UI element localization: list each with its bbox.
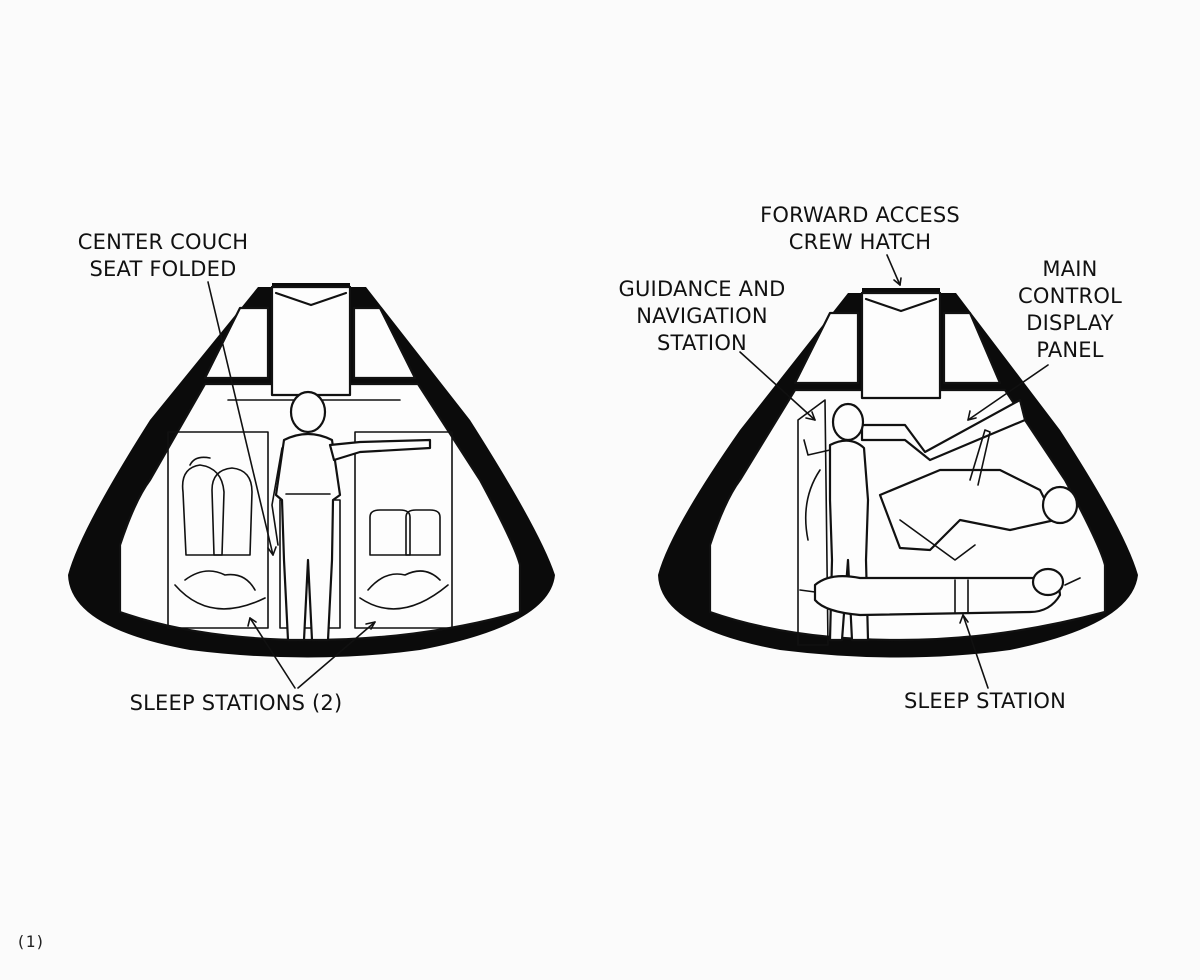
label-line: NAVIGATION [636, 304, 768, 328]
label-line: FORWARD ACCESS [760, 203, 960, 227]
leader-sleep-right [297, 621, 376, 689]
left-window-left [203, 306, 270, 380]
left-standing-astronaut [271, 390, 432, 642]
label-line: SLEEP STATION [903, 689, 1067, 713]
label-line: SEAT FOLDED [89, 257, 237, 281]
leader-main-control [967, 364, 1049, 421]
label-line: CONTROL [1018, 284, 1122, 308]
leader-forward-hatch [886, 254, 901, 286]
label-line: DISPLAY [1026, 311, 1114, 335]
leader-guidance [739, 351, 816, 421]
label-sleep-station: SLEEP STATION [895, 688, 1075, 715]
label-line: CENTER COUCH [77, 230, 249, 254]
label-line: SLEEP STATIONS (2) [129, 691, 343, 715]
label-line: GUIDANCE AND [618, 277, 786, 301]
right-tunnel [860, 291, 942, 400]
leader-sleep-left [249, 617, 296, 689]
right-cabin-interior [708, 291, 1107, 642]
label-line: STATION [657, 331, 747, 355]
label-guidance-navigation: GUIDANCE AND NAVIGATION STATION [602, 276, 802, 357]
page-number: (1) [16, 932, 45, 951]
leader-sleep-station [962, 614, 989, 689]
label-line: MAIN [1042, 257, 1098, 281]
label-center-couch: CENTER COUCH SEAT FOLDED [68, 229, 258, 283]
right-window-left [793, 311, 860, 385]
label-line: PANEL [1036, 338, 1104, 362]
right-window-right [942, 311, 1002, 385]
label-sleep-stations-2: SLEEP STATIONS (2) [118, 690, 354, 717]
left-tunnel [270, 285, 352, 397]
left-capsule [68, 283, 555, 658]
label-main-control-panel: MAIN CONTROL DISPLAY PANEL [1005, 256, 1135, 364]
left-window-right [352, 306, 417, 380]
label-forward-hatch: FORWARD ACCESS CREW HATCH [745, 202, 975, 256]
label-line: CREW HATCH [788, 230, 932, 254]
right-couch-astronaut [878, 429, 1079, 561]
right-capsule [658, 288, 1138, 658]
right-sleep-station [799, 567, 1081, 617]
leader-center-couch [207, 281, 274, 556]
